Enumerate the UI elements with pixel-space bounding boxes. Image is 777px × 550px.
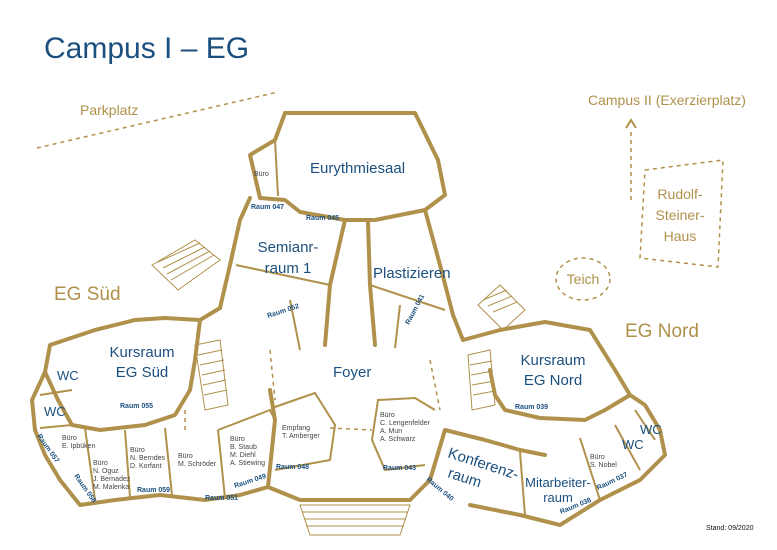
mitarbeiter-label-2: raum [543,490,573,505]
stand-date: Stand: 09/2020 [706,525,754,532]
seminar-inner [235,264,331,286]
oguz-3: J. Bernadez [93,476,131,483]
buero-saal-label: Büro [254,171,269,178]
empfang-walls [271,391,337,471]
lengenfelder-walls [370,396,436,472]
eg-nord-label: EG Nord [625,321,699,342]
campus2-label: Campus II (Exerzierplatz) [588,92,746,108]
rudolf-label-1: Rudolf- [657,186,702,202]
office-div-4 [217,429,226,499]
nobel-2: S. Nobel [590,462,617,469]
stairs-south [194,339,229,411]
berndes-1: Büro [130,447,145,454]
wc2-divider [39,424,73,429]
seminarraum-label-1: Semianr- [258,239,319,256]
berndes-3: D. Korfant [130,463,162,470]
kurs-sued-label-2: EG Süd [116,364,169,381]
kurs-nord-label-2: EG Nord [524,372,582,389]
rudolf-steiner-haus-outline [639,159,724,268]
stairs-north [477,284,526,331]
konferenz-walls [428,428,547,482]
map-title: Campus I – EG [44,32,249,65]
office-div-2 [124,429,131,498]
office-div-3 [164,427,173,496]
rudolf-label-2: Steiner- [655,207,704,223]
door-2 [429,359,441,411]
nobel-divider [579,437,601,501]
wc-nord-2: WC [640,422,662,437]
oguz-1: Büro [93,460,108,467]
stairs-west [151,239,221,291]
west-wall [218,196,252,310]
parkplatz-boundary [36,91,279,149]
lengenfelder-1: Büro [380,412,395,419]
raum-047: Raum 047 [251,204,284,211]
parkplatz-label: Parkplatz [80,102,138,118]
raum-039: Raum 039 [515,404,548,411]
empfang-2: T. Amberger [282,433,320,440]
kurs-nord-walls [461,320,632,422]
north-offices-outline [468,393,667,527]
schroeder-1: Büro [178,453,193,460]
berndes-2: N. Berndes [130,455,166,462]
office-div-1 [84,427,96,501]
raum-048: Raum 048 [276,464,309,471]
wc-north-divider [614,424,641,471]
lengenfelder-3: A. Mun [380,428,402,435]
seminar-east-wall [323,218,347,347]
staub-1: Büro [230,436,245,443]
office-top [217,408,276,431]
eg-sued-label: EG Süd [54,284,121,305]
lengenfelder-2: C. Lengenfelder [380,420,430,427]
east-wall [423,208,465,342]
buero-wall [274,139,279,197]
staub-2: B. Staub [230,444,257,451]
door-3 [269,349,276,401]
plast-partition [394,304,401,349]
raum-059: Raum 059 [137,487,170,494]
wc-sued-1: WC [57,368,79,383]
staub-4: A. Stiewing [230,460,265,467]
ipbueken-2: E. Ipbüken [62,443,96,450]
wc-north2-divider [634,409,656,441]
wc-divider [39,389,73,396]
mitarbeiter-divider [519,451,526,516]
raum-043: Raum 043 [383,465,416,472]
plastizieren-label: Plastizieren [373,265,451,282]
kurs-sued-label-1: Kursraum [109,344,174,361]
rudolf-label-3: Haus [664,228,697,244]
wc-sued-2: WC [44,404,66,419]
raum-051: Raum 051 [205,495,238,502]
nobel-1: Büro [590,454,605,461]
schroeder-2: M. Schröder [178,461,217,468]
raum-045: Raum 045 [306,215,339,222]
foyer-south-wall [266,478,432,502]
empfang-1: Empfang [282,425,310,432]
raum-052: Raum 052 [266,303,300,320]
teich-label: Teich [567,271,600,287]
mitarbeiter-label-1: Mitarbeiter- [525,475,591,490]
lengenfelder-4: A. Schwarz [380,436,416,443]
seminar-partition [289,299,301,351]
seminarraum-label-2: raum 1 [265,260,312,277]
stairs-nord-kurs [467,349,496,411]
door-4 [329,427,373,431]
oguz-4: M. Malenka [93,484,129,491]
ipbueken-1: Büro [62,435,77,442]
campus2-arrow-head [625,118,637,129]
raum-055: Raum 055 [120,403,153,410]
oguz-2: N. Oguz [93,468,119,475]
stairs-entrance [299,504,411,536]
wc-nord-1: WC [622,437,644,452]
teich-outline [555,257,611,301]
plast-inner [369,284,446,311]
foyer-label: Foyer [333,364,371,381]
plastizieren-west-wall [366,220,377,347]
eurythmiesaal-label: Eurythmiesaal [310,160,405,177]
kurs-nord-label-1: Kursraum [520,352,585,369]
staub-3: M. Diehl [230,452,256,459]
